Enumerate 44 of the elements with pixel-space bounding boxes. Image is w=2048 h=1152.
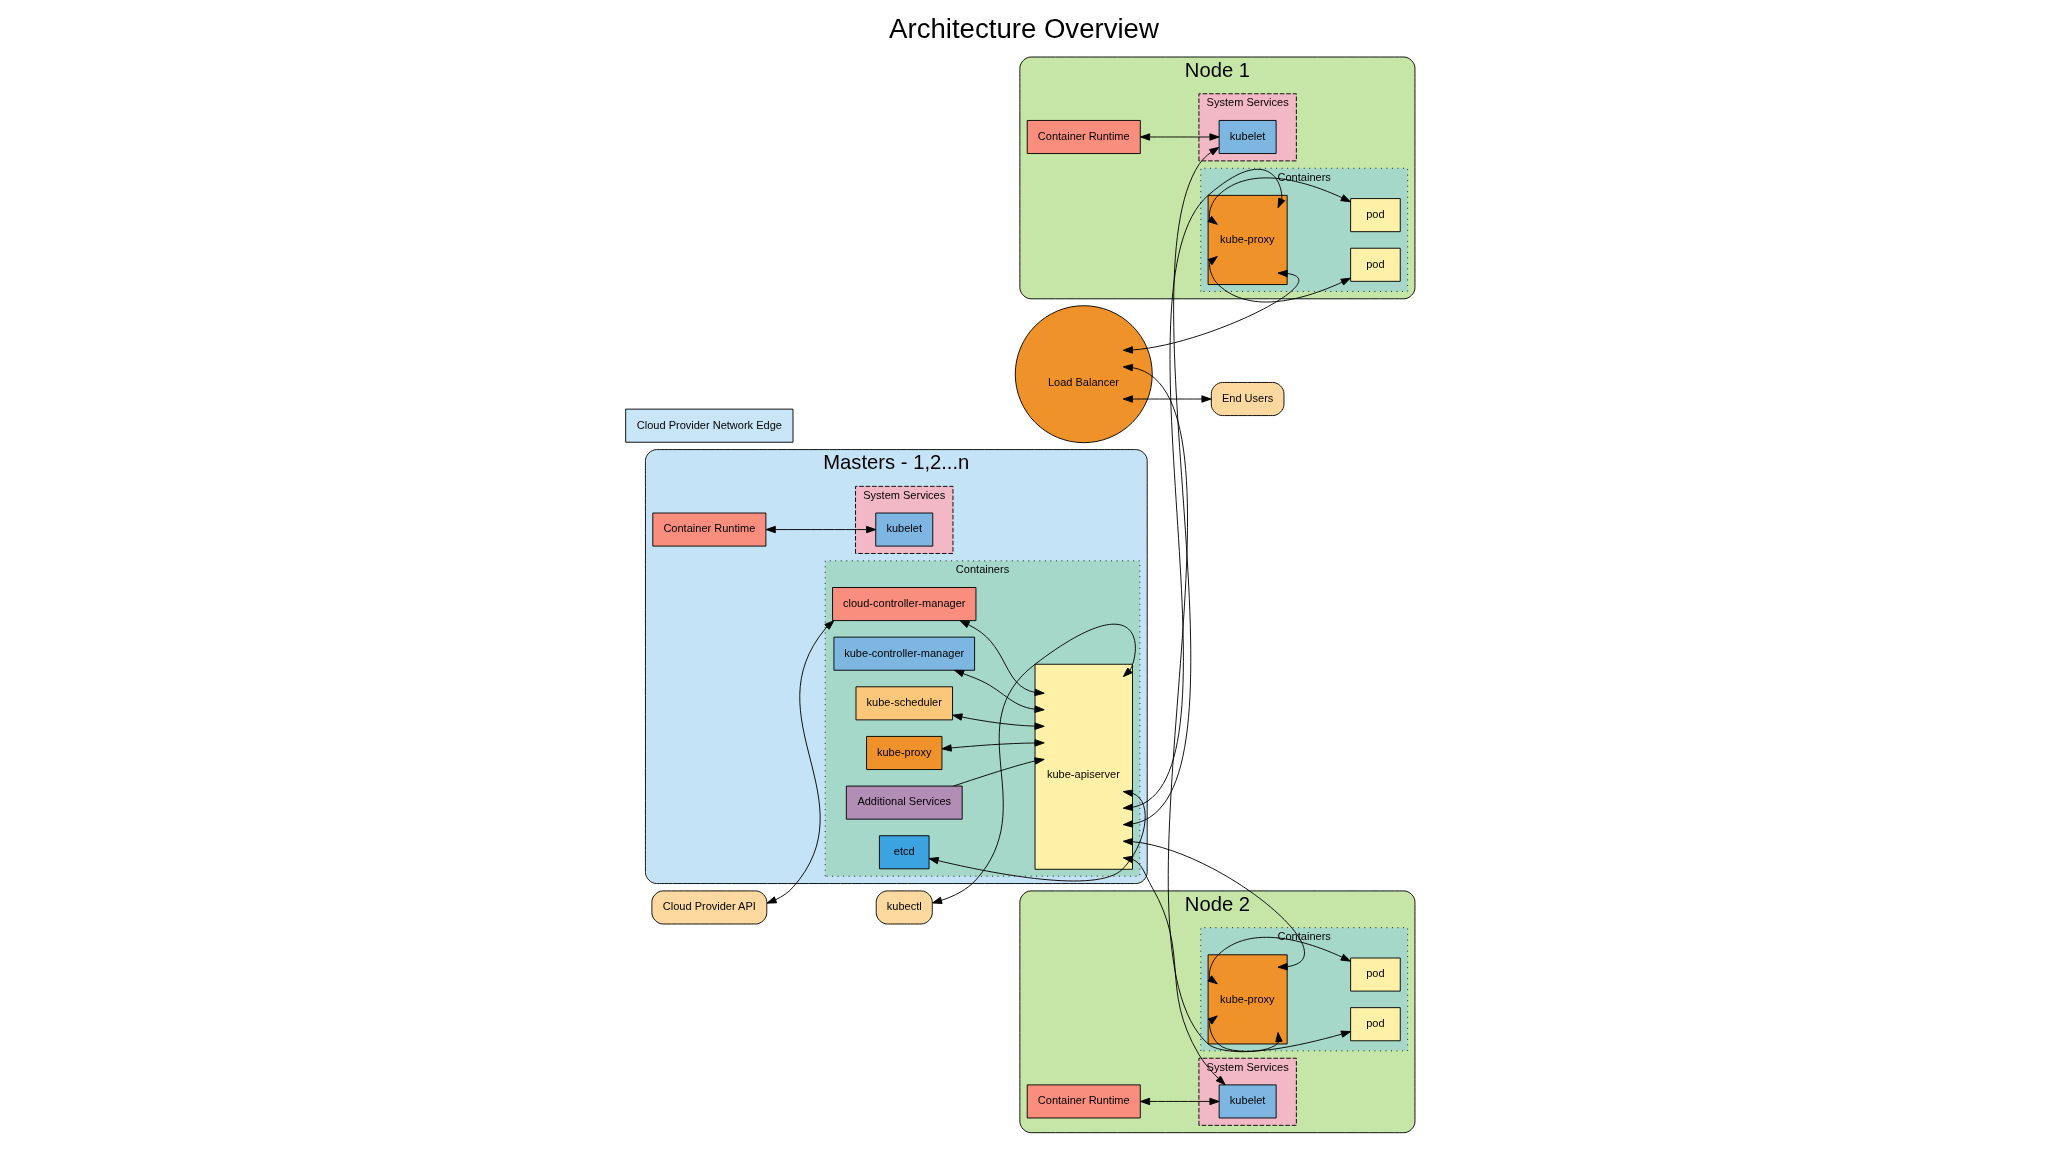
node-box: kube-proxy xyxy=(866,735,943,770)
arrow xyxy=(1207,936,1351,985)
node-box: cloud-controller-manager xyxy=(832,587,977,622)
node-box: pod xyxy=(1350,1007,1401,1042)
arrow xyxy=(1122,838,1305,971)
node-box: Additional Services xyxy=(845,785,963,820)
node-box: Cloud Provider Network Edge xyxy=(625,408,794,443)
arrow xyxy=(765,525,877,534)
arrow xyxy=(954,669,1045,713)
arrow xyxy=(928,789,1146,882)
node-box: Container Runtime xyxy=(1026,120,1141,154)
arrow xyxy=(932,623,1136,904)
node-box: Cloud Provider API xyxy=(651,890,768,925)
arrow xyxy=(1207,256,1351,303)
arrow xyxy=(959,620,1045,697)
node-box: kubelet xyxy=(1218,1084,1277,1119)
node-box: kubelet xyxy=(875,512,934,547)
diagram-title: Architecture Overview xyxy=(889,12,1159,44)
node-circle: Load Balancer xyxy=(1014,305,1153,444)
node-box: Container Runtime xyxy=(1026,1084,1141,1119)
arrow xyxy=(1140,133,1220,141)
node-box: Container Runtime xyxy=(652,512,767,547)
node-box: End Users xyxy=(1210,382,1285,417)
node-box: kube-controller-manager xyxy=(833,636,976,671)
node-box: kubelet xyxy=(1218,120,1277,154)
node-box: pod xyxy=(1350,957,1401,992)
node-box: pod xyxy=(1350,247,1401,282)
arrow xyxy=(1207,177,1351,225)
arrow xyxy=(1122,363,1283,1053)
arrow xyxy=(952,713,1045,730)
node-box: pod xyxy=(1350,198,1401,233)
node-box: etcd xyxy=(878,835,930,870)
arrow xyxy=(1122,395,1212,403)
arrow xyxy=(1140,1097,1220,1106)
arrow xyxy=(766,620,835,904)
arrow xyxy=(1122,146,1220,828)
node-box: kube-scheduler xyxy=(855,686,953,721)
arrow xyxy=(1122,269,1300,354)
arrow xyxy=(1122,169,1286,811)
arrow xyxy=(1122,855,1226,1086)
arrow xyxy=(953,757,1045,787)
arrow xyxy=(941,739,1045,752)
arrow xyxy=(1207,1015,1352,1052)
node-box: kubectl xyxy=(875,890,933,925)
